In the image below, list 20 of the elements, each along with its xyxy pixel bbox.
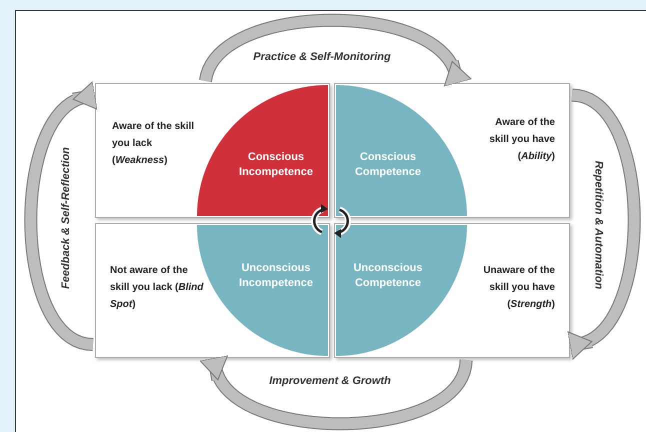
curved-arrow	[567, 88, 641, 360]
description-text: Unaware of the skill you have (Strength)	[482, 264, 555, 312]
edge-label: Repetition & Automation	[592, 158, 604, 292]
stage-label: Conscious Incompetence	[238, 150, 314, 180]
edge-label: Improvement & Growth	[267, 375, 393, 387]
curved-arrow	[200, 355, 473, 430]
description-text: Aware of the skill you lack (Weakness)	[112, 120, 196, 168]
quadrant-box	[334, 223, 570, 358]
description-text: Not aware of the skill you lack (Blind Spot)	[110, 264, 204, 312]
curved-arrow	[199, 14, 472, 87]
edge-label: Feedback & Self-Reflection	[60, 145, 72, 291]
curved-arrow	[24, 81, 98, 351]
stage-label: Conscious Competence	[354, 150, 422, 180]
quadrant-box	[95, 83, 330, 218]
description-text: Aware of the skill you have (Ability)	[488, 116, 555, 164]
edge-label: Practice & Self-Monitoring	[251, 51, 393, 63]
stage-label: Unconscious Incompetence	[238, 261, 314, 291]
quadrant-box	[95, 223, 330, 358]
stage-label: Unconscious Competence	[352, 261, 424, 291]
quadrant-box	[334, 83, 570, 218]
